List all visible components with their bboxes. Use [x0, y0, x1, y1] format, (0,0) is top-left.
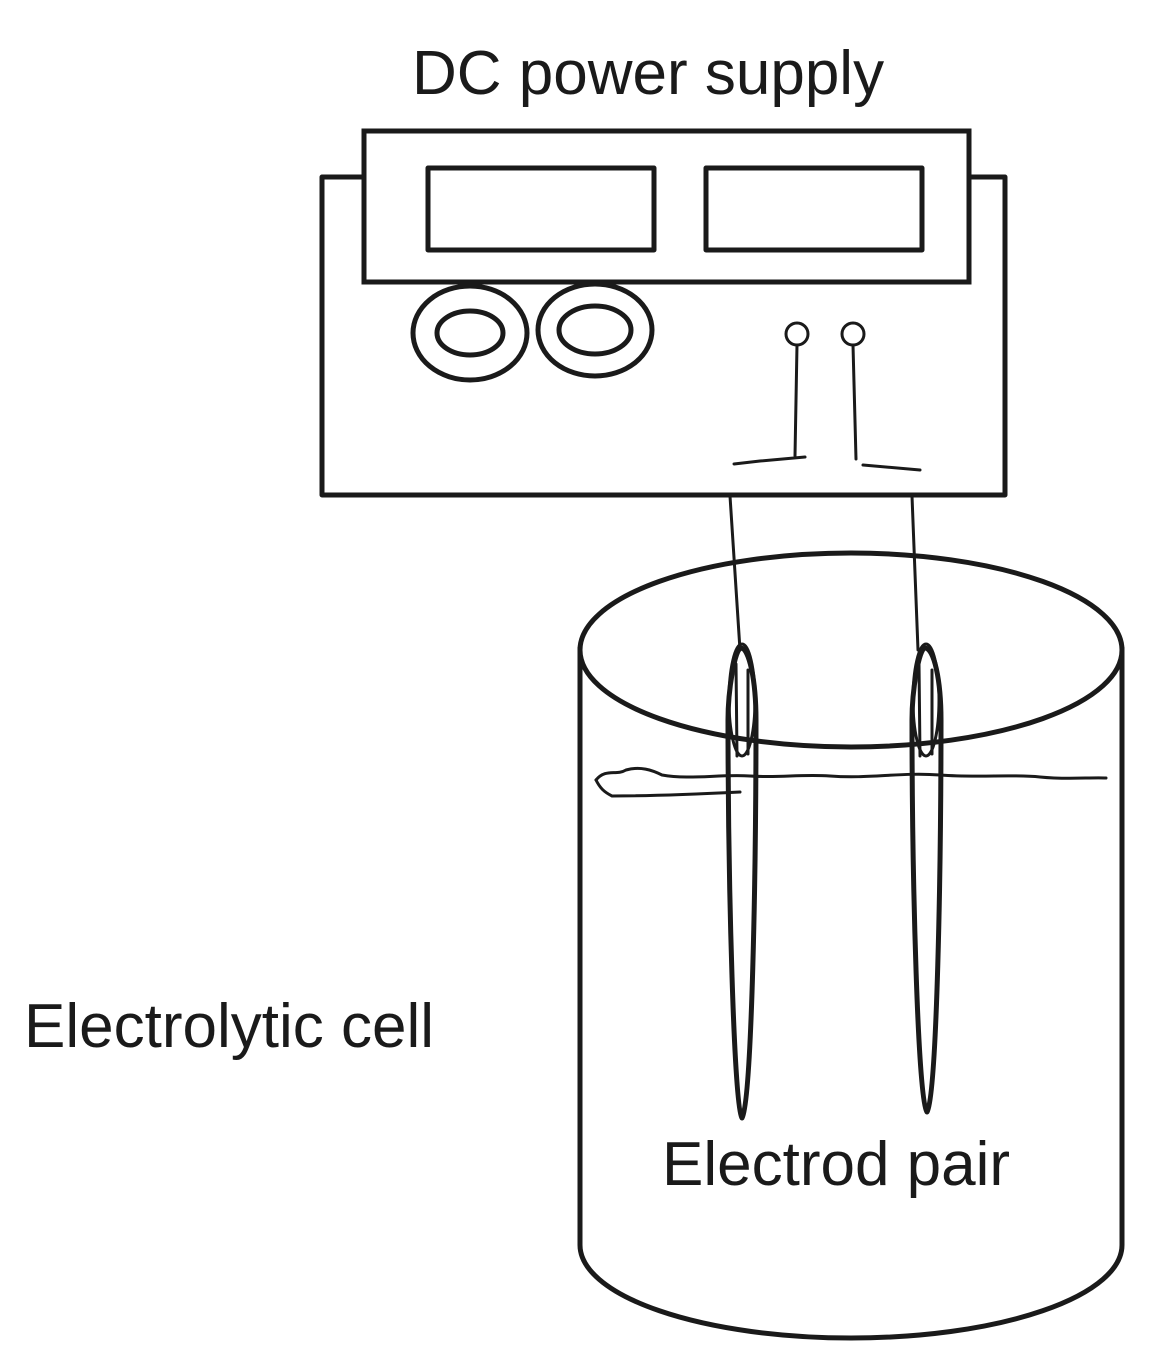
terminal-left — [732, 321, 810, 466]
dc-power-supply — [319, 128, 1008, 498]
electrode-left — [725, 642, 759, 1121]
liquid-surface-edge — [594, 778, 742, 798]
cell-rim — [577, 550, 1125, 750]
electrode-right — [909, 642, 944, 1115]
voltage-display — [425, 165, 657, 253]
knob-left — [410, 283, 530, 383]
wire-right — [910, 494, 920, 652]
knob-right — [535, 281, 655, 379]
display-panel — [361, 128, 972, 285]
liquid-surface — [594, 766, 1108, 782]
electrolytic-cell — [577, 550, 1125, 1341]
electrode-pair-label: Electrod pair — [662, 1130, 1010, 1199]
current-display — [703, 165, 925, 253]
wire-left — [728, 494, 742, 652]
power-supply-label: DC power supply — [412, 39, 884, 108]
cell-wall — [577, 645, 1125, 1341]
electrolytic-cell-label: Electrolytic cell — [24, 992, 434, 1061]
terminal-right — [840, 321, 922, 472]
